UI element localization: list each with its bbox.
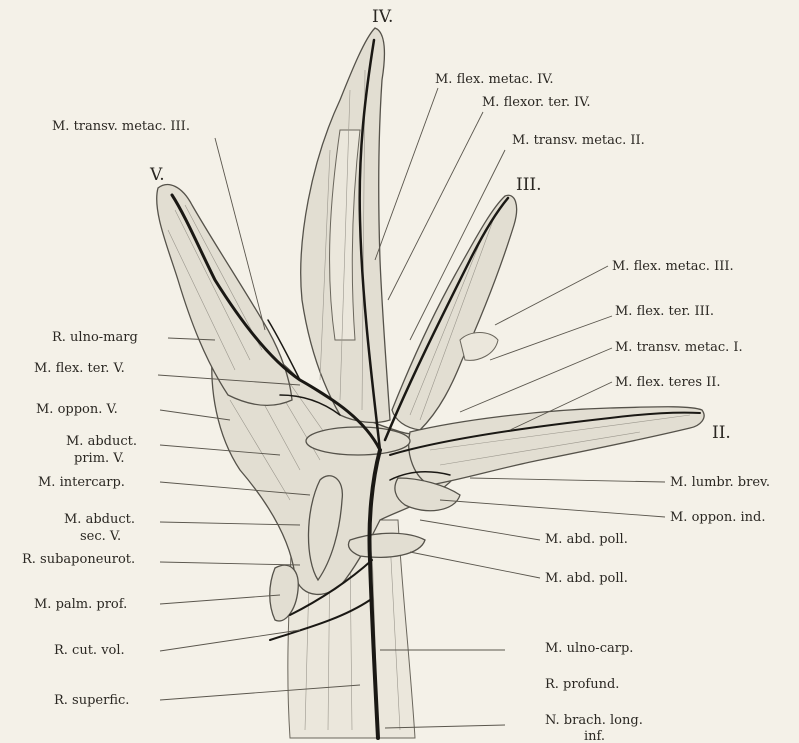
digit-label-v: V. [149,165,165,185]
digit-iv [301,28,390,422]
digit-label-iv: IV. [372,7,393,27]
label-m-flexor-ter-iv: M. flexor. ter. IV. [482,95,591,110]
label-m-flex-teres-ii: M. flex. teres II. [615,375,721,390]
label-m-abd-poll-2: M. abd. poll. [545,571,628,586]
digit-ii [409,407,704,485]
label-m-abduct-prim-v-line1: M. abduct. [66,434,137,449]
label-m-transv-metac-i: M. transv. metac. I. [615,340,743,355]
label-m-flex-metac-iv: M. flex. metac. IV. [435,72,553,87]
label-m-transv-metac-ii: M. transv. metac. II. [512,133,645,148]
label-m-palm-prof: M. palm. prof. [34,597,127,612]
digit-iii [392,195,517,430]
label-m-flex-ter-iii: M. flex. ter. III. [615,304,714,319]
label-m-abd-poll-1: M. abd. poll. [545,532,628,547]
label-r-ulno-marg: R. ulno-marg [52,330,138,345]
label-r-subaponeurot: R. subaponeurot. [22,552,135,567]
label-r-cut-vol: R. cut. vol. [54,643,125,658]
label-m-abduct-prim-v-line2: prim. V. [74,451,125,466]
label-m-abduct-sec-v-line1: M. abduct. [64,512,135,527]
label-n-brach-long-inf-line1: N. brach. long. [545,713,643,728]
label-m-oppon-ind: M. oppon. ind. [670,510,766,525]
label-r-profund: R. profund. [545,677,619,692]
label-m-intercarp: M. intercarp. [38,475,125,490]
label-m-oppon-v: M. oppon. V. [36,402,118,417]
label-m-lumbr-brev: M. lumbr. brev. [670,475,770,490]
label-m-flex-metac-iii: M. flex. metac. III. [612,259,734,274]
label-r-superfic: R. superfic. [54,693,129,708]
label-m-ulno-carp: M. ulno-carp. [545,641,633,656]
label-m-transv-metac-iii: M. transv. metac. III. [52,119,190,134]
digit-label-ii: II. [712,423,731,443]
label-n-brach-long-inf-line2: inf. [584,729,605,743]
digit-label-iii: III. [516,175,542,195]
label-m-flex-ter-v: M. flex. ter. V. [34,361,125,376]
label-m-abduct-sec-v-line2: sec. V. [80,529,121,544]
